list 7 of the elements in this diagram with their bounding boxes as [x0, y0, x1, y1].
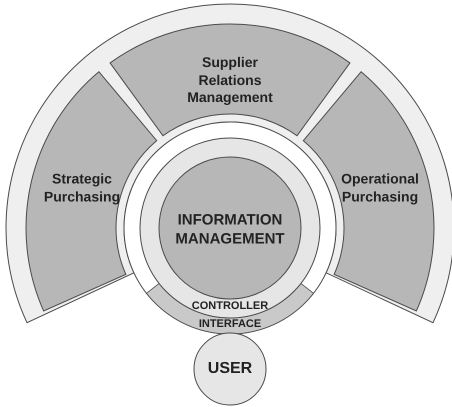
ring-label: INTERFACE [198, 318, 262, 332]
center-label: INFORMATION MANAGEMENT [174, 211, 286, 249]
ring-label: CONTROLLER [190, 300, 270, 314]
segment-label: Strategic Purchasing [42, 170, 122, 206]
circle-label: USER [206, 359, 254, 379]
segment-label: Operational Purchasing [340, 170, 420, 206]
segment-label: Supplier Relations Management [186, 54, 274, 106]
